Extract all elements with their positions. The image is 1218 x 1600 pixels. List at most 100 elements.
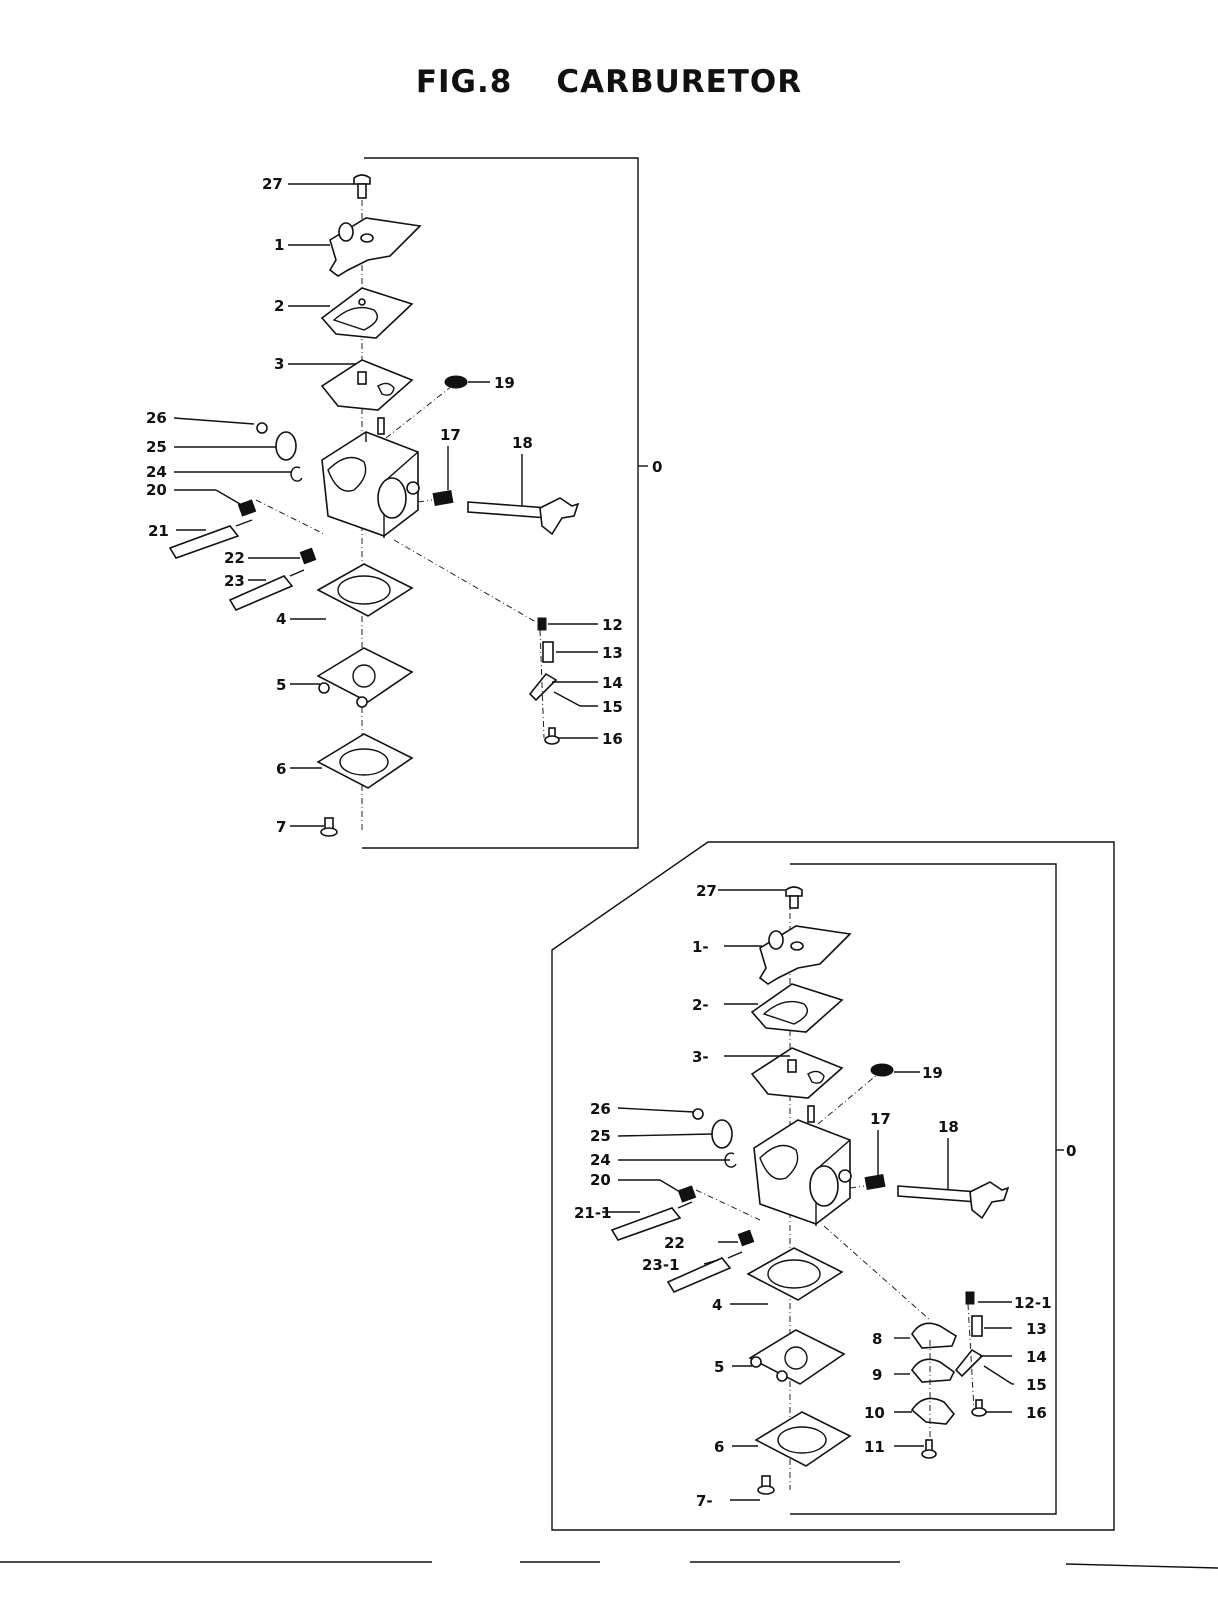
bottom-label-8: 8	[872, 1330, 882, 1348]
top-part-16-screw	[544, 727, 560, 745]
bottom-label-24: 24	[590, 1151, 611, 1169]
bottom-label-20: 20	[590, 1171, 611, 1189]
top-part-4-gasket	[316, 563, 414, 617]
bottom-part-26-screw	[692, 1108, 704, 1120]
top-part-23-needle	[228, 569, 305, 612]
bottom-label-1: 1-	[692, 938, 709, 956]
bottom-part-4-gasket	[746, 1247, 844, 1301]
bottom-outer-frame	[551, 841, 1115, 1531]
bottom-part-25-washer	[711, 1119, 733, 1149]
bottom-part-17-spring	[864, 1173, 886, 1191]
top-label-24: 24	[146, 463, 167, 481]
bottom-part-7-screw	[757, 1475, 775, 1495]
bottom-part-11-screw	[921, 1439, 937, 1459]
top-label-14: 14	[602, 674, 623, 692]
bottom-part-21-1-needle	[610, 1201, 693, 1241]
top-label-26: 26	[146, 409, 167, 427]
bottom-label-2: 2-	[692, 996, 709, 1014]
top-part-1-cover	[328, 217, 422, 277]
top-label-2: 2	[274, 297, 284, 315]
top-label-19: 19	[494, 374, 515, 392]
top-part-19-plug	[444, 375, 468, 389]
top-part-24-clip	[290, 466, 303, 482]
bottom-label-27: 27	[696, 882, 717, 900]
top-label-16: 16	[602, 730, 623, 748]
figure-number: FIG.8	[415, 64, 513, 100]
bottom-inner-frame	[790, 863, 1057, 1515]
bottom-label-7: 7-	[696, 1492, 713, 1510]
bottom-part-14-lever	[954, 1348, 984, 1378]
top-label-5: 5	[276, 676, 286, 694]
top-label-22: 22	[224, 549, 245, 567]
top-part-12-spring	[537, 617, 547, 631]
bottom-label-11: 11	[864, 1438, 885, 1456]
bottom-label-15: 15	[1026, 1376, 1047, 1394]
bottom-part-27-screw	[785, 886, 803, 909]
bottom-part-3-diaphragm	[750, 1047, 844, 1099]
top-part-20-spring	[237, 499, 257, 517]
bottom-part-22-spring	[737, 1229, 755, 1247]
bottom-label-23-1: 23-1	[642, 1256, 680, 1274]
bottom-label-5: 5	[714, 1358, 724, 1376]
bottom-labels: 27 1- 2- 3- 19 26 25 24 20 17 18 21-1 22…	[574, 882, 1052, 1510]
top-part-15-pin	[553, 691, 581, 707]
top-part-6-plate	[316, 733, 414, 789]
bottom-part-20-spring	[677, 1185, 697, 1203]
bottom-label-10: 10	[864, 1404, 885, 1422]
bottom-label-9: 9	[872, 1366, 882, 1384]
top-label-3: 3	[274, 355, 284, 373]
top-label-23: 23	[224, 572, 245, 590]
top-label-15: 15	[602, 698, 623, 716]
top-frame	[362, 157, 639, 849]
bottom-label-6: 6	[714, 1438, 724, 1456]
top-label-4: 4	[276, 610, 286, 628]
bottom-assembly: 0	[551, 841, 1115, 1531]
bottom-carburetor-body	[753, 1105, 852, 1226]
top-frame-label: 0	[652, 458, 662, 476]
bottom-part-24-clip	[724, 1152, 737, 1168]
top-labels: 27 1 2 3 19 26 25 24 20 17 18 21 22 23 4…	[146, 175, 623, 836]
top-carburetor-body	[321, 417, 420, 538]
bottom-label-13: 13	[1026, 1320, 1047, 1338]
bottom-part-2-gasket	[750, 983, 844, 1033]
bottom-part-23-1-needle	[666, 1251, 743, 1294]
bottom-part-15-pin	[983, 1365, 1013, 1385]
top-part-17-spring	[432, 489, 454, 507]
top-part-18-shaft	[467, 497, 580, 536]
bottom-part-1-cover	[758, 925, 852, 985]
bottom-label-18: 18	[938, 1118, 959, 1136]
bottom-label-19: 19	[922, 1064, 943, 1082]
top-label-20: 20	[146, 481, 167, 499]
top-label-1: 1	[274, 236, 284, 254]
top-part-22-spring	[299, 547, 317, 565]
bottom-label-14: 14	[1026, 1348, 1047, 1366]
figure-name: CARBURETOR	[556, 64, 803, 100]
top-label-12: 12	[602, 616, 623, 634]
bottom-label-25: 25	[590, 1127, 611, 1145]
top-label-17: 17	[440, 426, 461, 444]
figure-title: FIG.8 CARBURETOR	[0, 64, 1218, 100]
bottom-part-18-shaft	[897, 1181, 1010, 1220]
top-label-13: 13	[602, 644, 623, 662]
top-part-14-lever	[528, 672, 558, 702]
bottom-part-10-lever	[910, 1397, 956, 1425]
bottom-part-19-plug	[870, 1063, 894, 1077]
bottom-label-4: 4	[712, 1296, 722, 1314]
bottom-part-6-plate	[754, 1411, 852, 1467]
top-part-5-pump	[316, 647, 414, 708]
top-part-27-screw	[353, 174, 371, 199]
top-label-21: 21	[148, 522, 169, 540]
top-part-13-pin	[542, 641, 554, 663]
top-assembly: 0	[146, 157, 662, 849]
top-label-27: 27	[262, 175, 283, 193]
top-part-26-screw	[256, 422, 268, 434]
bottom-label-26: 26	[590, 1100, 611, 1118]
bottom-label-22: 22	[664, 1234, 685, 1252]
top-part-7-screw	[320, 817, 338, 837]
top-label-18: 18	[512, 434, 533, 452]
page-footer-rule	[0, 1561, 1218, 1569]
bottom-part-8-lever	[911, 1322, 957, 1349]
bottom-part-16-screw	[971, 1399, 987, 1417]
bottom-part-5-pump	[748, 1329, 846, 1385]
